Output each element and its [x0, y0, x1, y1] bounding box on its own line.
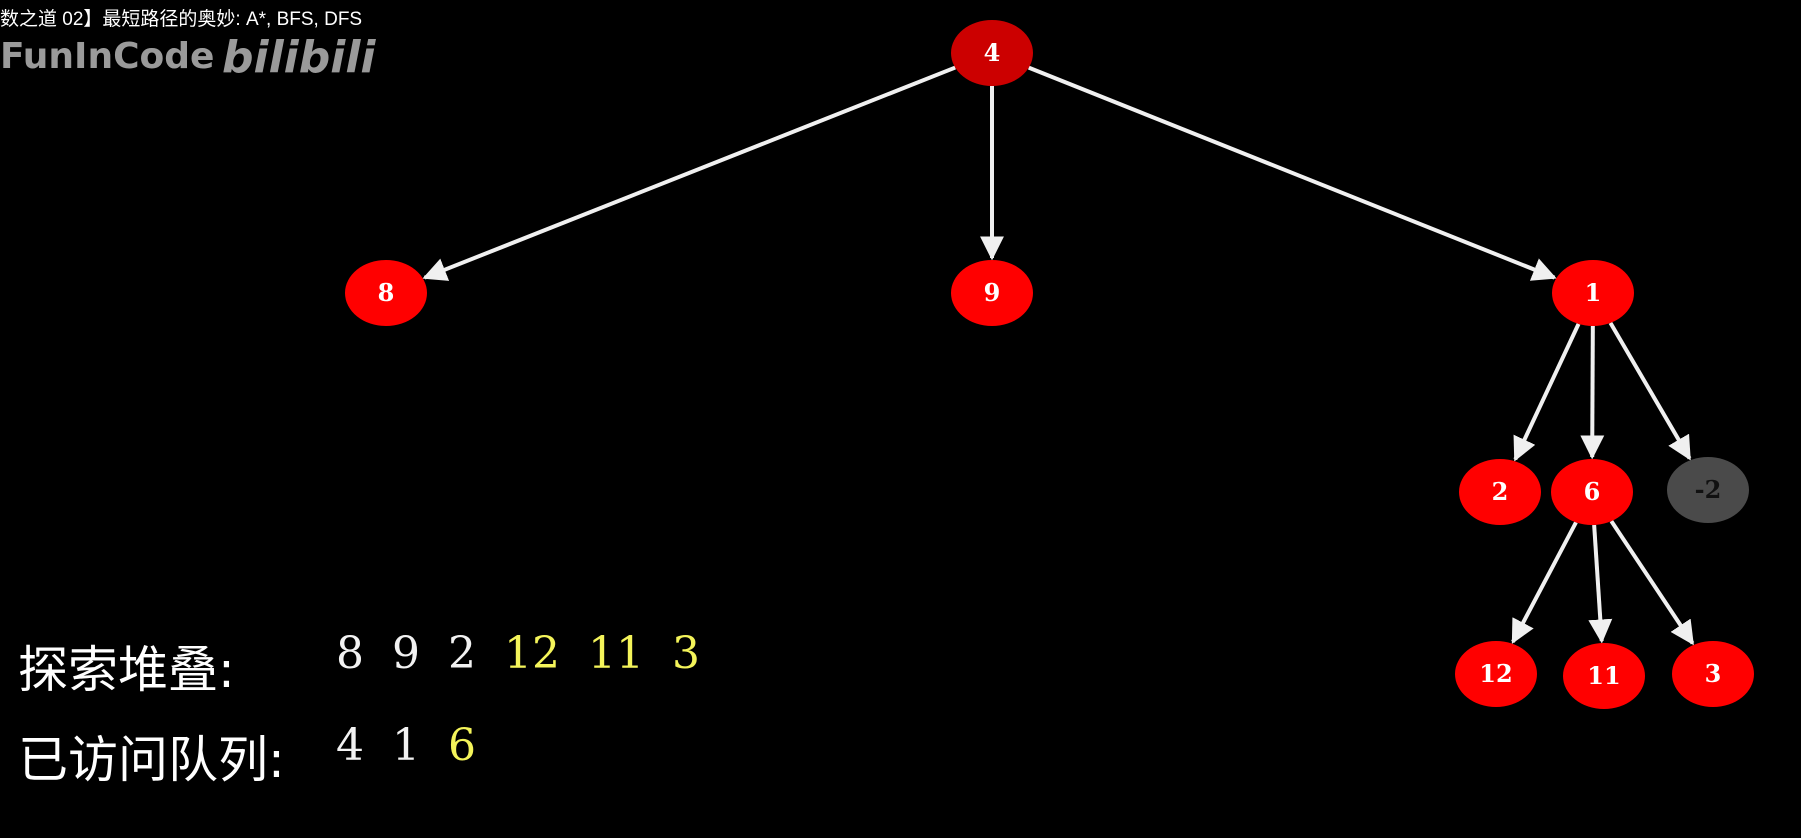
tree-node-label: 12	[1479, 659, 1512, 688]
stack-item: 8	[336, 628, 364, 679]
tree-node-circle	[1455, 641, 1537, 707]
video-title: 数之道 02】最短路径的奥妙: A*, BFS, DFS	[0, 9, 363, 30]
tree-node-label: 3	[1705, 659, 1722, 688]
stack-item: 12	[504, 628, 560, 679]
tree-edge-n4-n1	[1027, 65, 1557, 281]
tree-edge-n1-nm2	[1608, 321, 1692, 461]
tree-node-circle	[951, 20, 1033, 86]
tree-edge-n1-n6	[1580, 325, 1605, 460]
tree-node-n2: 2	[1459, 459, 1541, 525]
tree-node-circle	[1551, 459, 1633, 525]
tree-node-label: 1	[1585, 278, 1602, 307]
tree-node-label: 2	[1492, 477, 1509, 506]
tree-node-nm2: -2	[1667, 457, 1749, 523]
tree-node-label: 8	[378, 278, 395, 307]
tree-node-n11: 11	[1563, 643, 1645, 709]
watermark-logo: FunInCode bilibili	[0, 32, 380, 86]
visited-label: 已访问队列:	[18, 731, 285, 789]
stack-item: 9	[392, 628, 420, 679]
tree-node-n8: 8	[345, 260, 427, 326]
tree-node-circle	[1667, 457, 1749, 523]
stack-item: 2	[448, 628, 476, 679]
tree-node-label: -2	[1695, 475, 1722, 504]
tree-edge-n6-n11	[1588, 524, 1613, 644]
tree-node-n9: 9	[951, 260, 1033, 326]
tree-node-label: 4	[984, 38, 1001, 67]
tree-node-label: 9	[984, 278, 1001, 307]
tree-node-n6: 6	[1551, 459, 1633, 525]
tree-node-n12: 12	[1455, 641, 1537, 707]
visited-item: 4	[336, 720, 364, 771]
watermark-channel: FunInCode	[0, 36, 214, 77]
tree-edges	[422, 65, 1695, 646]
watermark-brand: bilibili	[222, 32, 376, 82]
tree-node-circle	[1672, 641, 1754, 707]
tree-node-label: 11	[1587, 661, 1620, 690]
tree-node-circle	[1552, 260, 1634, 326]
tree-edge-n4-n8	[422, 65, 956, 281]
tree-node-n1: 1	[1552, 260, 1634, 326]
tree-node-circle	[345, 260, 427, 326]
tree-node-circle	[1563, 643, 1645, 709]
tree-node-n4: 4	[951, 20, 1033, 86]
tree-node-circle	[1459, 459, 1541, 525]
visited-item: 1	[392, 720, 420, 771]
tree-node-label: 6	[1584, 477, 1601, 506]
watermark-svg: FunInCode bilibili	[0, 32, 376, 83]
tree-node-n3: 3	[1672, 641, 1754, 707]
visited-item: 6	[448, 720, 476, 771]
stack-item: 3	[672, 628, 700, 679]
stack-item: 11	[588, 628, 644, 679]
tree-edge-n6-n3	[1609, 519, 1695, 646]
tree-edge-n1-n2	[1513, 323, 1581, 462]
tree-edge-n6-n12	[1511, 521, 1578, 644]
stack-label: 探索堆叠:	[18, 641, 235, 699]
tree-node-circle	[951, 260, 1033, 326]
